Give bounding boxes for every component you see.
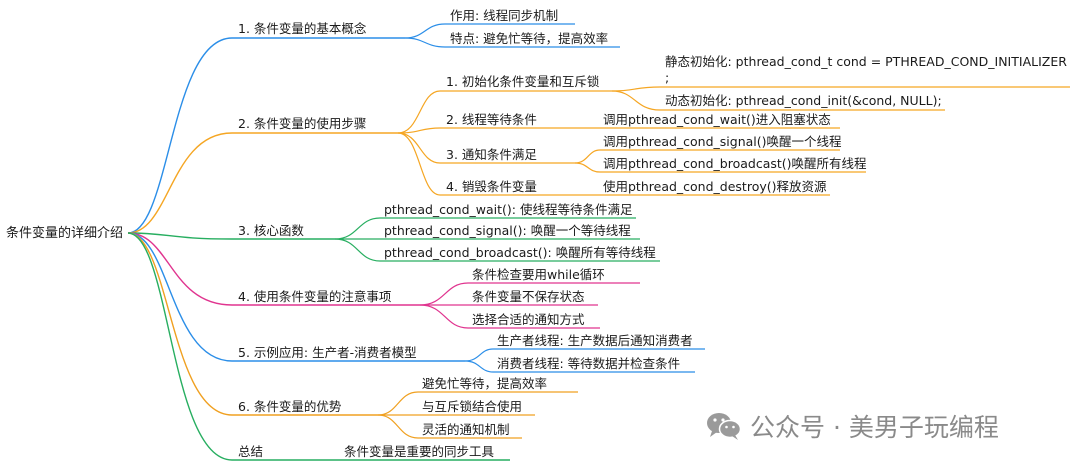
connector-b5-c1 xyxy=(464,348,494,362)
connector-s1-l1 xyxy=(611,86,661,92)
branch-2-step-3-broadcast[interactable]: 调用pthread_cond_broadcast()唤醒所有线程 xyxy=(603,156,867,171)
branch-3-label[interactable]: 3. 核心函数 xyxy=(238,223,304,238)
branch-2-step-2-detail[interactable]: 调用pthread_cond_wait()进入阻塞状态 xyxy=(603,112,831,127)
connector-s3-l1 xyxy=(574,149,601,164)
branch-5-child-1[interactable]: 生产者线程: 生产数据后通知消费者 xyxy=(497,333,693,348)
branch-6-label[interactable]: 6. 条件变量的优势 xyxy=(238,399,342,414)
connector-root-b3 xyxy=(127,232,233,240)
branch-1-child-1[interactable]: 作用: 线程同步机制 xyxy=(450,8,559,23)
branch-2-step-1-dynamic-init[interactable]: 动态初始化: pthread_cond_init(&cond, NULL); xyxy=(665,93,942,108)
branch-1-child-2[interactable]: 特点: 避免忙等待，提高效率 xyxy=(450,31,609,46)
branch-4-child-2[interactable]: 条件变量不保存状态 xyxy=(472,289,585,304)
connector-b1-c1 xyxy=(404,23,446,39)
branch-4-child-3[interactable]: 选择合适的通知方式 xyxy=(472,312,585,327)
branch-2-step-3-signal[interactable]: 调用pthread_cond_signal()唤醒一个线程 xyxy=(603,134,842,149)
branch-6-child-3[interactable]: 灵活的通知机制 xyxy=(422,422,510,437)
root-node[interactable]: 条件变量的详细介绍 xyxy=(6,226,124,241)
branch-2-step-4[interactable]: 4. 销毁条件变量 xyxy=(446,179,537,194)
watermark: 公众号 · 美男子玩编程 xyxy=(706,408,999,444)
branch-2-step-2[interactable]: 2. 线程等待条件 xyxy=(446,112,537,127)
branch-2-step-4-detail[interactable]: 使用pthread_cond_destroy()释放资源 xyxy=(603,179,827,194)
connector-b4-c1 xyxy=(419,282,469,306)
connector-root-b1 xyxy=(127,37,233,234)
connector-root-b6 xyxy=(127,232,233,416)
wechat-icon xyxy=(707,413,742,440)
branch-2-step-1[interactable]: 1. 初始化条件变量和互斥锁 xyxy=(446,74,600,89)
branch-3-child-1[interactable]: pthread_cond_wait(): 使线程等待条件满足 xyxy=(384,202,633,217)
connector-b2-s3 xyxy=(397,132,441,164)
connector-b6-c1 xyxy=(377,391,419,416)
connector-b4-c3 xyxy=(419,304,469,329)
branch-2-step-1-static-init[interactable]: 静态初始化: pthread_cond_t cond = PTHREAD_CON… xyxy=(665,54,1067,69)
connector-b6-c3 xyxy=(377,414,419,439)
branch-7-label[interactable]: 总结 xyxy=(238,444,264,459)
branch-3-child-2[interactable]: pthread_cond_signal(): 唤醒一个等待线程 xyxy=(384,223,631,238)
branch-4-child-1[interactable]: 条件检查要用while循环 xyxy=(472,267,605,282)
connector-root-b5 xyxy=(127,232,233,362)
branch-4-label[interactable]: 4. 使用条件变量的注意事项 xyxy=(238,289,392,304)
connector-b3-c1 xyxy=(334,217,381,240)
connector-b2-s1 xyxy=(397,90,441,134)
branch-3-child-3[interactable]: pthread_cond_broadcast(): 唤醒所有等待线程 xyxy=(384,245,656,260)
branch-6-child-2[interactable]: 与互斥锁结合使用 xyxy=(422,399,523,414)
watermark-text: 公众号 · 美男子玩编程 xyxy=(750,413,999,442)
connector-root-b4 xyxy=(127,232,233,306)
connector-root-b7 xyxy=(127,232,233,461)
connector-b2-s2 xyxy=(397,127,441,134)
connector-s3-l2 xyxy=(574,162,601,173)
connector-s1-l2 xyxy=(611,90,661,111)
branch-2-step-3[interactable]: 3. 通知条件满足 xyxy=(446,147,537,162)
connector-root-b2 xyxy=(127,132,233,234)
connector-b1-c2 xyxy=(404,37,446,48)
connector-b2-s4 xyxy=(397,132,441,196)
branch-6-child-1[interactable]: 避免忙等待，提高效率 xyxy=(422,376,548,391)
branch-2-step-1-static-init-cont: ; xyxy=(665,70,670,85)
branch-2-label[interactable]: 2. 条件变量的使用步骤 xyxy=(238,116,367,131)
branch-1-label[interactable]: 1. 条件变量的基本概念 xyxy=(238,21,367,36)
connector-b5-c2 xyxy=(464,360,494,373)
branch-7-child-1[interactable]: 条件变量是重要的同步工具 xyxy=(344,444,495,459)
branch-5-child-2[interactable]: 消费者线程: 等待数据并检查条件 xyxy=(497,356,681,371)
connector-b3-c3 xyxy=(334,238,381,262)
branch-5-label[interactable]: 5. 示例应用: 生产者-消费者模型 xyxy=(238,345,417,360)
